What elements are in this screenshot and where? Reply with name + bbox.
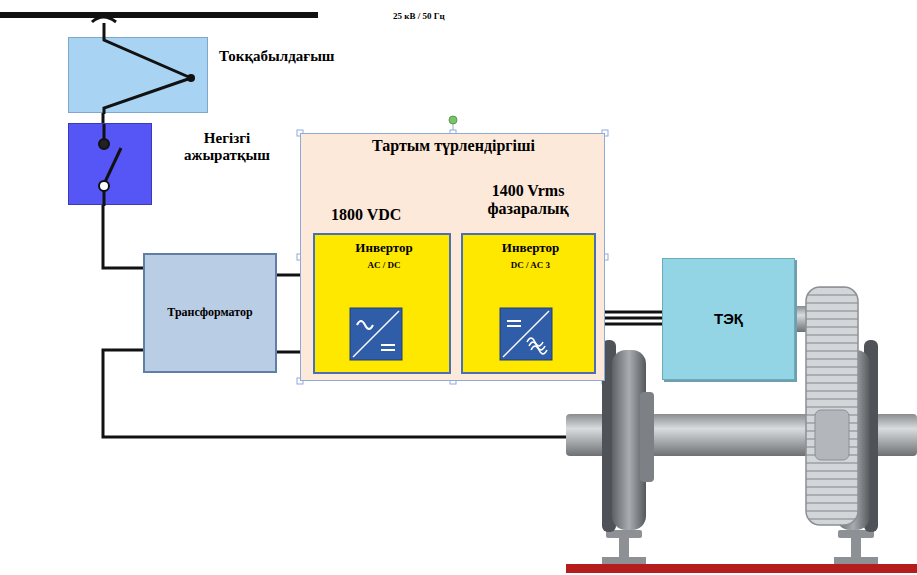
node-text: DC / AC 3 [463, 260, 598, 270]
motor-box: ТЭҚ [662, 258, 795, 380]
node-title: Инвертор [315, 241, 453, 256]
pantograph-symbol [69, 38, 209, 114]
pantograph-box: Токқабылдағыш [68, 37, 208, 113]
node-title: ТЭҚ [663, 259, 794, 379]
gear-hub [815, 410, 849, 460]
node-title: Негізгі ажыратқыш [165, 130, 289, 165]
wire-connector [596, 311, 662, 314]
pantograph-head [92, 17, 116, 22]
wire-connector [102, 113, 105, 123]
rail-profile [602, 530, 878, 564]
wire-connector [103, 205, 143, 268]
wire-connector [596, 317, 662, 320]
wire-connector [596, 323, 662, 326]
node-title: Трансформатор [145, 255, 275, 371]
node-text: 1400 Vrms фазаралық [469, 182, 587, 219]
converter-icon [315, 235, 455, 376]
node-text: 1800 VDC [331, 206, 401, 224]
wheel [602, 340, 654, 532]
node-title: Токқабылдағыш [219, 48, 335, 65]
converter-box: Тартым түрлендіргіші 1800 VDC 1400 Vrms фа… [300, 133, 605, 381]
node-text: AC / DC [315, 260, 453, 270]
converter-icon [463, 235, 603, 376]
rectifier-box: Инвертор AC / DC [313, 233, 451, 374]
catenary-wire [0, 12, 318, 18]
node-title: Тартым түрлендіргіші [371, 137, 536, 155]
gear-wheel [806, 287, 858, 525]
rotate-handle [449, 116, 457, 124]
transformer-box: Трансформатор [143, 253, 277, 373]
node-title: Инвертор [463, 241, 598, 256]
main-switch-box: Негізгі ажыратқыш [68, 123, 152, 205]
selection-handles [297, 130, 608, 384]
switch-symbol [69, 124, 153, 206]
inverter-box: Инвертор DC / AC 3 [461, 233, 596, 374]
rail [566, 564, 917, 573]
voltage-label: 25 кВ / 50 Гц [393, 11, 445, 21]
